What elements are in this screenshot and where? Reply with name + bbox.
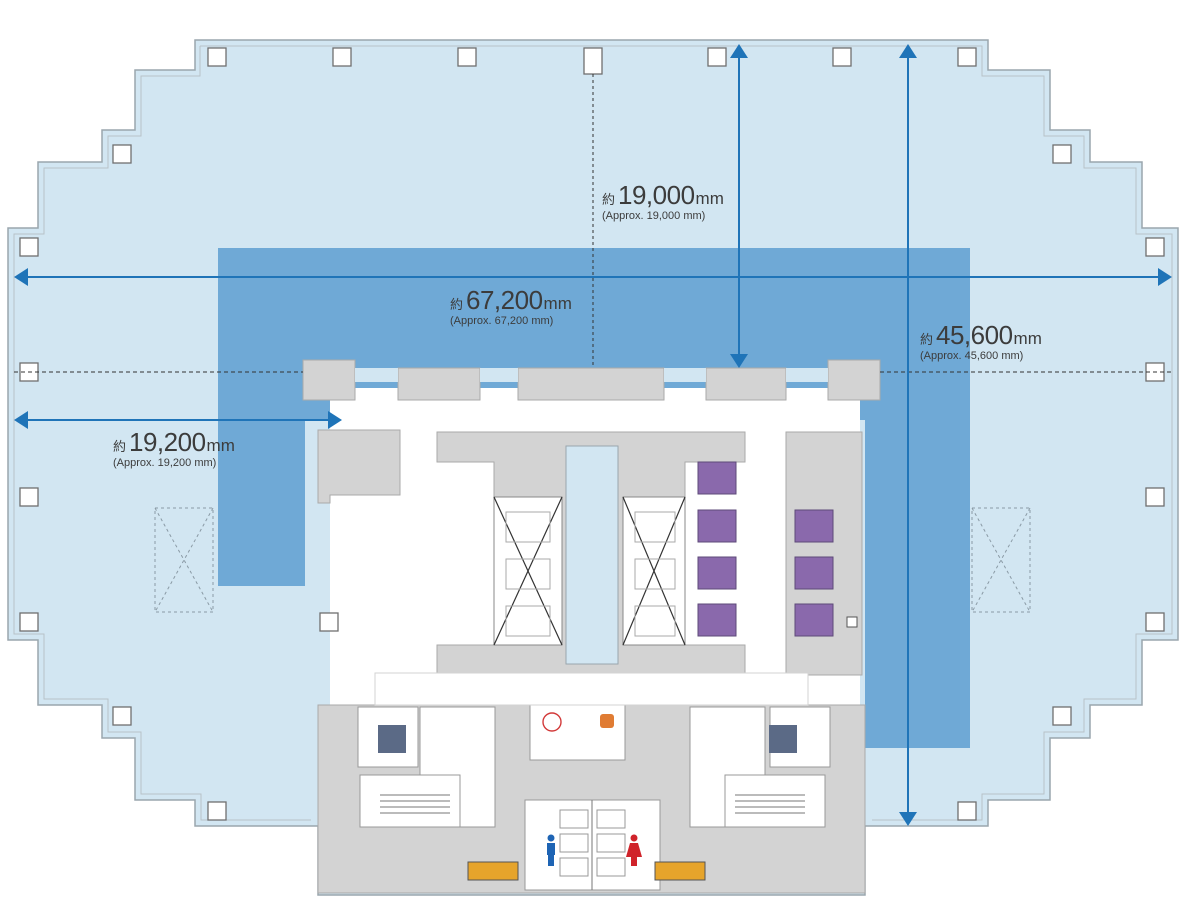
stairs-icon bbox=[380, 794, 805, 814]
female-restroom-icon bbox=[626, 834, 642, 866]
dimension-approx: (Approx. 45,600 mm) bbox=[920, 350, 1024, 362]
storage-left bbox=[467, 861, 519, 881]
dimension-unit: mm bbox=[206, 436, 235, 455]
dimension-value: 19,200 bbox=[129, 427, 206, 457]
male-restroom-icon bbox=[547, 834, 555, 866]
void-box bbox=[154, 507, 1031, 613]
approx-prefix: 約 bbox=[602, 192, 616, 207]
elevator-shaft-icon bbox=[493, 496, 686, 646]
dimension-arrow-icon bbox=[14, 44, 1172, 826]
dimension-approx: (Approx. 67,200 mm) bbox=[450, 315, 554, 327]
dimension-unit: mm bbox=[695, 189, 724, 208]
core-top-blocks bbox=[302, 359, 881, 401]
kitchenette-icon bbox=[600, 714, 614, 728]
dimension-unit: mm bbox=[1013, 329, 1042, 348]
bottom-core bbox=[357, 704, 831, 891]
approx-prefix: 約 bbox=[450, 297, 464, 312]
dimension-value: 45,600 bbox=[936, 320, 1013, 350]
dimension-unit: mm bbox=[543, 294, 572, 313]
toilet-stalls bbox=[697, 461, 834, 637]
approx-prefix: 約 bbox=[113, 439, 127, 454]
dimension-value: 19,000 bbox=[618, 180, 695, 210]
dimension-approx: (Approx. 19,000 mm) bbox=[602, 210, 706, 222]
dimension-approx: (Approx. 19,200 mm) bbox=[113, 457, 217, 469]
approx-prefix: 約 bbox=[920, 332, 934, 347]
multipurpose-restroom-icon bbox=[542, 712, 562, 732]
dimension-value: 67,200 bbox=[466, 285, 543, 315]
storage-right bbox=[654, 861, 706, 881]
